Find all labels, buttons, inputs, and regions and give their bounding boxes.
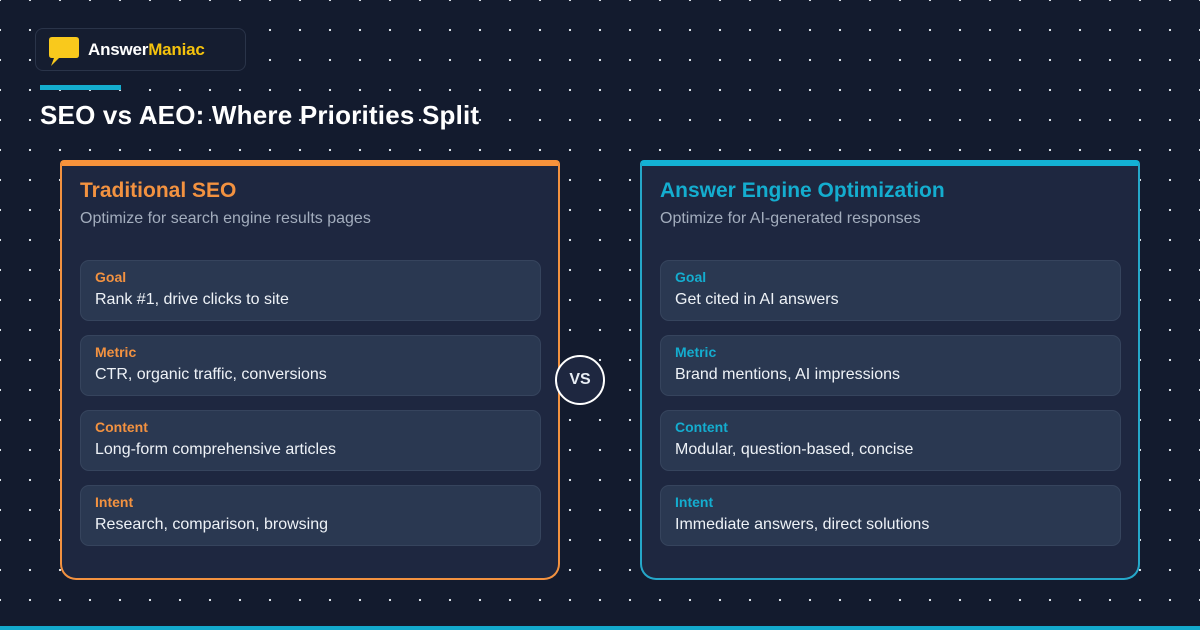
bottom-accent-bar bbox=[0, 626, 1200, 630]
brand-name: AnswerManiac bbox=[88, 40, 205, 60]
row-content: Content Modular, question-based, concise bbox=[660, 410, 1121, 471]
row-value: Brand mentions, AI impressions bbox=[675, 366, 900, 383]
row-label: Content bbox=[95, 419, 148, 435]
row-label: Intent bbox=[95, 494, 134, 510]
page-title: SEO vs AEO: Where Priorities Split bbox=[40, 100, 480, 130]
row-intent: Intent Immediate answers, direct solutio… bbox=[660, 485, 1121, 546]
row-value: Long-form comprehensive articles bbox=[95, 441, 336, 458]
row-value: Rank #1, drive clicks to site bbox=[95, 291, 289, 308]
row-goal: Goal Rank #1, drive clicks to site bbox=[80, 260, 541, 321]
row-metric: Metric Brand mentions, AI impressions bbox=[660, 335, 1121, 396]
row-metric: Metric CTR, organic traffic, conversions bbox=[80, 335, 541, 396]
row-label: Goal bbox=[675, 269, 707, 285]
row-label: Content bbox=[675, 419, 728, 435]
seo-card: Traditional SEO Optimize for search engi… bbox=[60, 160, 560, 580]
vs-badge: VS bbox=[555, 355, 605, 405]
row-label: Intent bbox=[675, 494, 714, 510]
row-value: Research, comparison, browsing bbox=[95, 516, 328, 533]
row-value: Get cited in AI answers bbox=[675, 291, 839, 308]
aeo-card: Answer Engine Optimization Optimize for … bbox=[640, 160, 1140, 580]
card-title: Answer Engine Optimization bbox=[660, 179, 945, 202]
card-subtitle: Optimize for search engine results pages bbox=[80, 210, 371, 227]
brand-name-part2: Maniac bbox=[148, 40, 205, 59]
row-label: Goal bbox=[95, 269, 127, 285]
row-content: Content Long-form comprehensive articles bbox=[80, 410, 541, 471]
speech-bubble-icon bbox=[49, 37, 79, 66]
brand-logo: AnswerManiac bbox=[35, 28, 246, 71]
card-title: Traditional SEO bbox=[80, 179, 237, 202]
row-label: Metric bbox=[95, 344, 137, 360]
brand-name-part1: Answer bbox=[88, 40, 149, 59]
row-value: Immediate answers, direct solutions bbox=[675, 516, 930, 533]
row-intent: Intent Research, comparison, browsing bbox=[80, 485, 541, 546]
title-accent-bar bbox=[40, 85, 121, 90]
row-label: Metric bbox=[675, 344, 717, 360]
row-value: CTR, organic traffic, conversions bbox=[95, 366, 327, 383]
card-subtitle: Optimize for AI-generated responses bbox=[660, 210, 921, 227]
row-value: Modular, question-based, concise bbox=[675, 441, 914, 458]
row-goal: Goal Get cited in AI answers bbox=[660, 260, 1121, 321]
